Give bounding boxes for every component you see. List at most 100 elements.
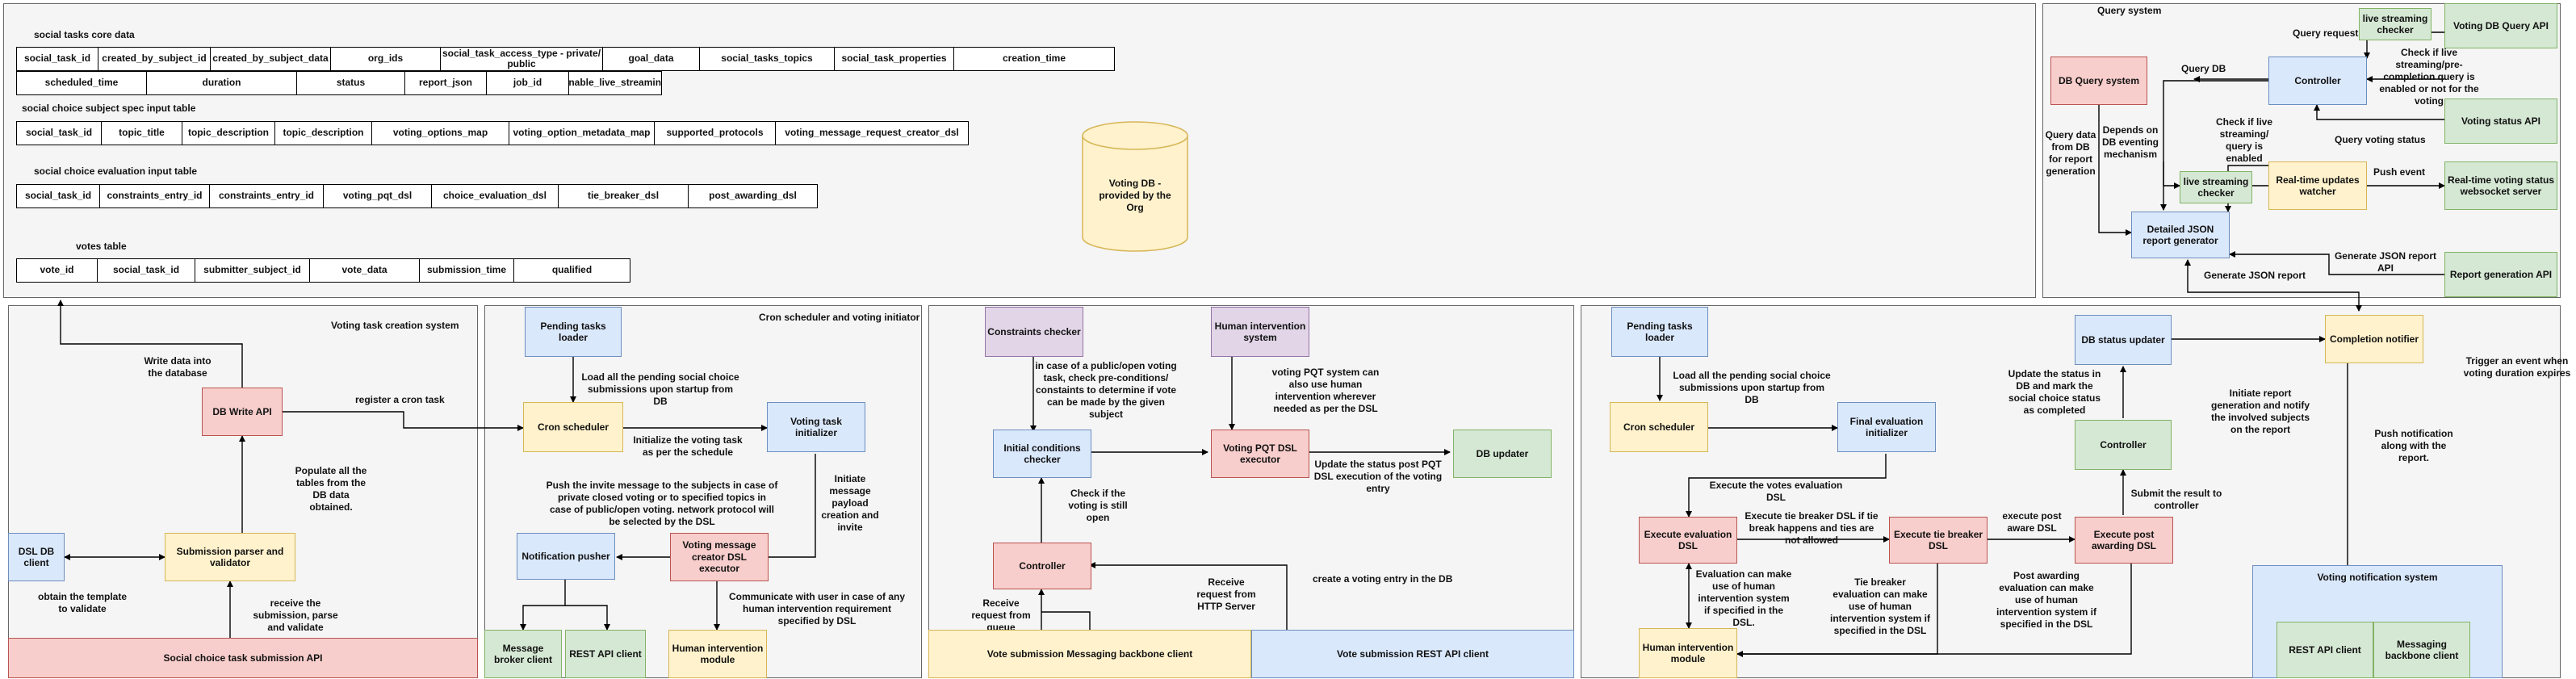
initialize-label: Initialize the voting task as per the sc…: [633, 434, 743, 458]
evaluation-controller[interactable]: Controller: [2075, 420, 2172, 470]
table-cell: constraints_entry_id: [99, 184, 210, 208]
table-cell: org_ids: [330, 47, 441, 71]
trigger-event-label: Trigger an event when voting duration ex…: [2463, 355, 2571, 379]
table-cell: voting_options_map: [371, 121, 509, 145]
table-cell: voting_message_request_creator_dsl: [775, 121, 969, 145]
submit-result-label: Submit the result to controller: [2130, 488, 2222, 511]
execute-tie-breaker-dsl[interactable]: Execute tie breaker DSL: [1889, 517, 1987, 564]
cron-human-intervention-module[interactable]: Human intervention module: [668, 630, 767, 678]
live-streaming-checker-mid[interactable]: live streaming checker: [2180, 171, 2252, 203]
voting-task-initializer[interactable]: Voting task initializer: [767, 402, 865, 452]
eval-pending-tasks-loader[interactable]: Pending tasks loader: [1611, 307, 1708, 357]
submission-parser[interactable]: Submission parser and validator: [165, 533, 295, 581]
human-intervention-system[interactable]: Human intervention system: [1211, 307, 1309, 357]
db-status-updater[interactable]: DB status updater: [2075, 315, 2172, 365]
eval-load-all-label: Load all the pending social choice submi…: [1673, 370, 1831, 405]
dsl-db-client[interactable]: DSL DB client: [8, 533, 65, 581]
voting-status-api[interactable]: Voting status API: [2444, 98, 2557, 144]
constraints-note: in case of a public/open voting task, ch…: [1035, 360, 1177, 420]
pqt-note: voting PQT system can also use human int…: [1271, 367, 1380, 414]
query-data-note: Query data from DB for report generation: [2045, 129, 2096, 177]
table-cell: voting_pqt_dsl: [323, 184, 432, 208]
vote-rest-api-client[interactable]: Vote submission REST API client: [1251, 630, 1574, 678]
write-data-label: Write data into the database: [144, 355, 212, 379]
table-cell: vote_id: [16, 258, 98, 283]
pending-tasks-loader[interactable]: Pending tasks loader: [525, 307, 622, 357]
notify-messaging-client[interactable]: Messaging backbone client: [2373, 622, 2470, 678]
eval-human-intervention-module[interactable]: Human intervention module: [1639, 628, 1737, 678]
notify-rest-api-client[interactable]: REST API client: [2277, 622, 2373, 678]
cron-rest-api-client[interactable]: REST API client: [565, 630, 646, 678]
table-cell: social_task_id: [16, 184, 100, 208]
realtime-updates-watcher[interactable]: Real-time updates watcher: [2268, 161, 2367, 210]
query-controller[interactable]: Controller: [2268, 57, 2367, 105]
table-cell: vote_data: [309, 258, 420, 283]
table-cell: topic_title: [101, 121, 182, 145]
query-voting-status-label: Query voting status: [2335, 134, 2426, 145]
receive-submission-label: receive the submission, parse and valida…: [253, 597, 338, 633]
table-cell: social_task_access_type - private/ publi…: [440, 47, 603, 71]
subject-spec-table-title: social choice subject spec input table: [22, 103, 196, 114]
query-system-panel: [2042, 3, 2561, 298]
final-evaluation-initializer[interactable]: Final evaluation initializer: [1837, 402, 1936, 452]
initial-conditions-checker[interactable]: Initial conditions checker: [993, 430, 1091, 478]
table-cell: constraints_entry_id: [209, 184, 324, 208]
push-event-label: Push event: [2373, 166, 2426, 178]
register-cron-label: register a cron task: [355, 394, 445, 405]
table-cell: social_task_id: [16, 47, 98, 71]
obtain-template-label: obtain the template to validate: [37, 591, 127, 614]
table-cell: creation_time: [953, 47, 1115, 71]
message-creator-executor[interactable]: Voting message creator DSL executor: [670, 533, 769, 581]
voting-db-label: Voting DB - provided by the Org: [1099, 178, 1171, 213]
table-cell: created_by_subject_id: [98, 47, 211, 71]
table-cell: submission_time: [419, 258, 514, 283]
cron-scheduler[interactable]: Cron scheduler: [523, 402, 623, 452]
creation-panel-title: Voting task creation system: [331, 320, 459, 331]
table-cell: status: [296, 71, 405, 95]
db-updater[interactable]: DB updater: [1453, 430, 1552, 478]
table-cell: submitter_subject_id: [195, 258, 310, 283]
completion-notifier[interactable]: Completion notifier: [2325, 315, 2423, 363]
load-all-label: Load all the pending social choice submi…: [581, 371, 739, 407]
table-cell: scheduled_time: [16, 71, 147, 95]
message-broker-client[interactable]: Message broker client: [484, 630, 562, 678]
tie-note: Execute tie breaker DSL if tie break hap…: [1745, 510, 1879, 546]
table-cell: social_task_id: [16, 121, 102, 145]
table-cell: enable_live_streaming: [568, 71, 662, 95]
voting-db-cylinder[interactable]: Voting DB - provided by the Org: [1082, 121, 1188, 252]
report-generation-api[interactable]: Report generation API: [2444, 252, 2557, 297]
eval-cron-scheduler[interactable]: Cron scheduler: [1610, 402, 1708, 452]
cron-panel-title: Cron scheduler and voting initiator: [759, 312, 920, 323]
evaluation-table-title: social choice evaluation input table: [34, 166, 198, 177]
json-report-generator[interactable]: Detailed JSON report generator: [2131, 212, 2230, 258]
table-cell: created_by_subject_data: [210, 47, 331, 71]
db-query-system[interactable]: DB Query system: [2050, 57, 2147, 105]
table-cell: duration: [146, 71, 297, 95]
submission-api[interactable]: Social choice task submission API: [8, 638, 478, 678]
check-live-query-note: Check if live streaming/pre-completion q…: [2379, 47, 2479, 107]
notification-pusher[interactable]: Notification pusher: [517, 533, 615, 580]
populate-label: Populate all the tables from the DB data…: [295, 465, 367, 513]
live-streaming-checker-top[interactable]: live streaming checker: [2359, 8, 2431, 40]
voting-pqt-executor[interactable]: Voting PQT DSL executor: [1211, 430, 1309, 478]
update-status-label: Update the status post PQT DSL execution…: [1313, 459, 1443, 494]
execute-post-label: execute post aware DSL: [2002, 510, 2062, 534]
realtime-websocket-server[interactable]: Real-time voting status websocket server: [2444, 161, 2557, 210]
initiate-message-label: Initiate message payload creation and in…: [821, 473, 879, 533]
voting-db-query-api[interactable]: Voting DB Query API: [2444, 3, 2557, 48]
table-cell: report_json: [404, 71, 487, 95]
execute-evaluation-dsl[interactable]: Execute evaluation DSL: [1639, 517, 1737, 564]
push-notification-label: Push notification along with the report.: [2374, 428, 2453, 463]
submission-controller[interactable]: Controller: [993, 543, 1091, 589]
db-write-api[interactable]: DB Write API: [202, 388, 283, 436]
constraints-checker[interactable]: Constraints checker: [985, 307, 1083, 357]
notification-system-title: Voting notification system: [2317, 572, 2438, 583]
check-live-status-note: Check if live streaming/ query is enable…: [2215, 116, 2273, 164]
table-cell: voting_option_metadata_map: [509, 121, 655, 145]
table-cell: job_id: [486, 71, 569, 95]
execute-post-awarding-dsl[interactable]: Execute post awarding DSL: [2075, 517, 2173, 564]
messaging-backbone-client[interactable]: Vote submission Messaging backbone clien…: [928, 630, 1251, 678]
post-human-note: Post awarding evaluation can make use of…: [1996, 570, 2097, 630]
cron-scheduler-panel: [484, 305, 922, 678]
